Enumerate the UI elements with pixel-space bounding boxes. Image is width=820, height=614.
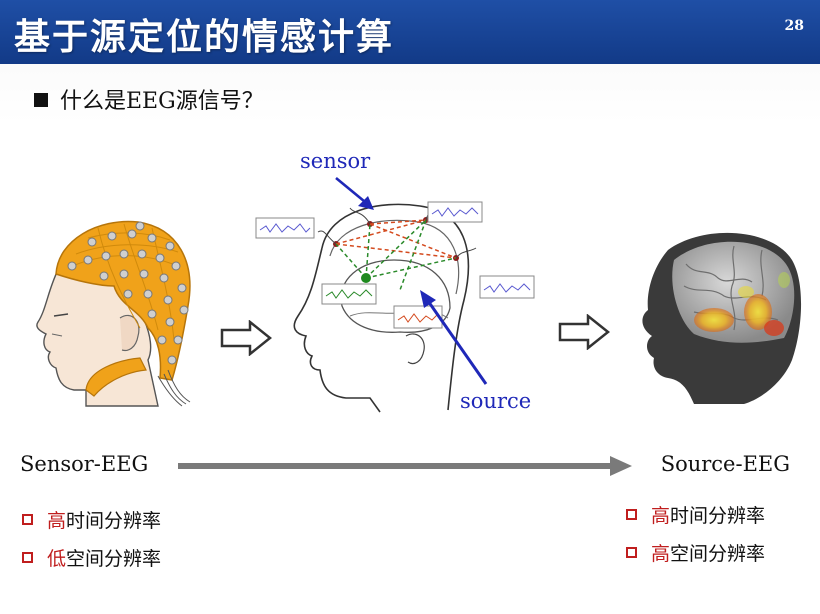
sensor-source-diagram: sensor source [250,140,550,420]
property-level: 高 [47,506,66,533]
hollow-square-bullet-icon [626,547,637,558]
hollow-right-arrow-icon [558,314,610,350]
property-level: 低 [47,544,66,571]
property-name: 时间分辨率 [670,501,765,528]
property-level: 高 [651,539,670,566]
property-level: 高 [651,501,670,528]
square-bullet-icon [34,93,48,107]
subtitle-text: 什么是EEG源信号？ [60,89,264,114]
page-number: 28 [785,18,804,34]
slide-header: 基于源定位的情感计算 28 [0,0,820,64]
property-name: 空间分辨率 [670,539,765,566]
property-name: 时间分辨率 [66,506,161,533]
list-item: 高时间分辨率 [22,500,161,538]
eeg-cap-head-illustration [28,210,208,410]
sensor-annotation: sensor [300,149,371,173]
source-activation-head-render [634,220,814,410]
sensor-arrow-icon [336,178,374,210]
sensor-eeg-label: Sensor-EEG [20,452,148,476]
waveform-box [322,284,376,304]
slide-title: 基于源定位的情感计算 [14,8,394,60]
subtitle: 什么是EEG源信号？ [34,83,264,115]
list-item: 高时间分辨率 [626,495,765,533]
long-right-arrow-icon [178,454,634,478]
list-item: 低空间分辨率 [22,538,161,576]
source-eeg-properties: 高时间分辨率 高空间分辨率 [626,495,765,571]
source-annotation: source [460,389,531,413]
sensor-eeg-properties: 高时间分辨率 低空间分辨率 [22,500,161,576]
waveform-box [480,276,534,298]
waveform-box [256,218,314,238]
list-item: 高空间分辨率 [626,533,765,571]
waveform-box [428,202,482,222]
hollow-square-bullet-icon [22,552,33,563]
hollow-square-bullet-icon [626,509,637,520]
hollow-square-bullet-icon [22,514,33,525]
property-name: 空间分辨率 [66,544,161,571]
source-eeg-label: Source-EEG [661,452,790,476]
